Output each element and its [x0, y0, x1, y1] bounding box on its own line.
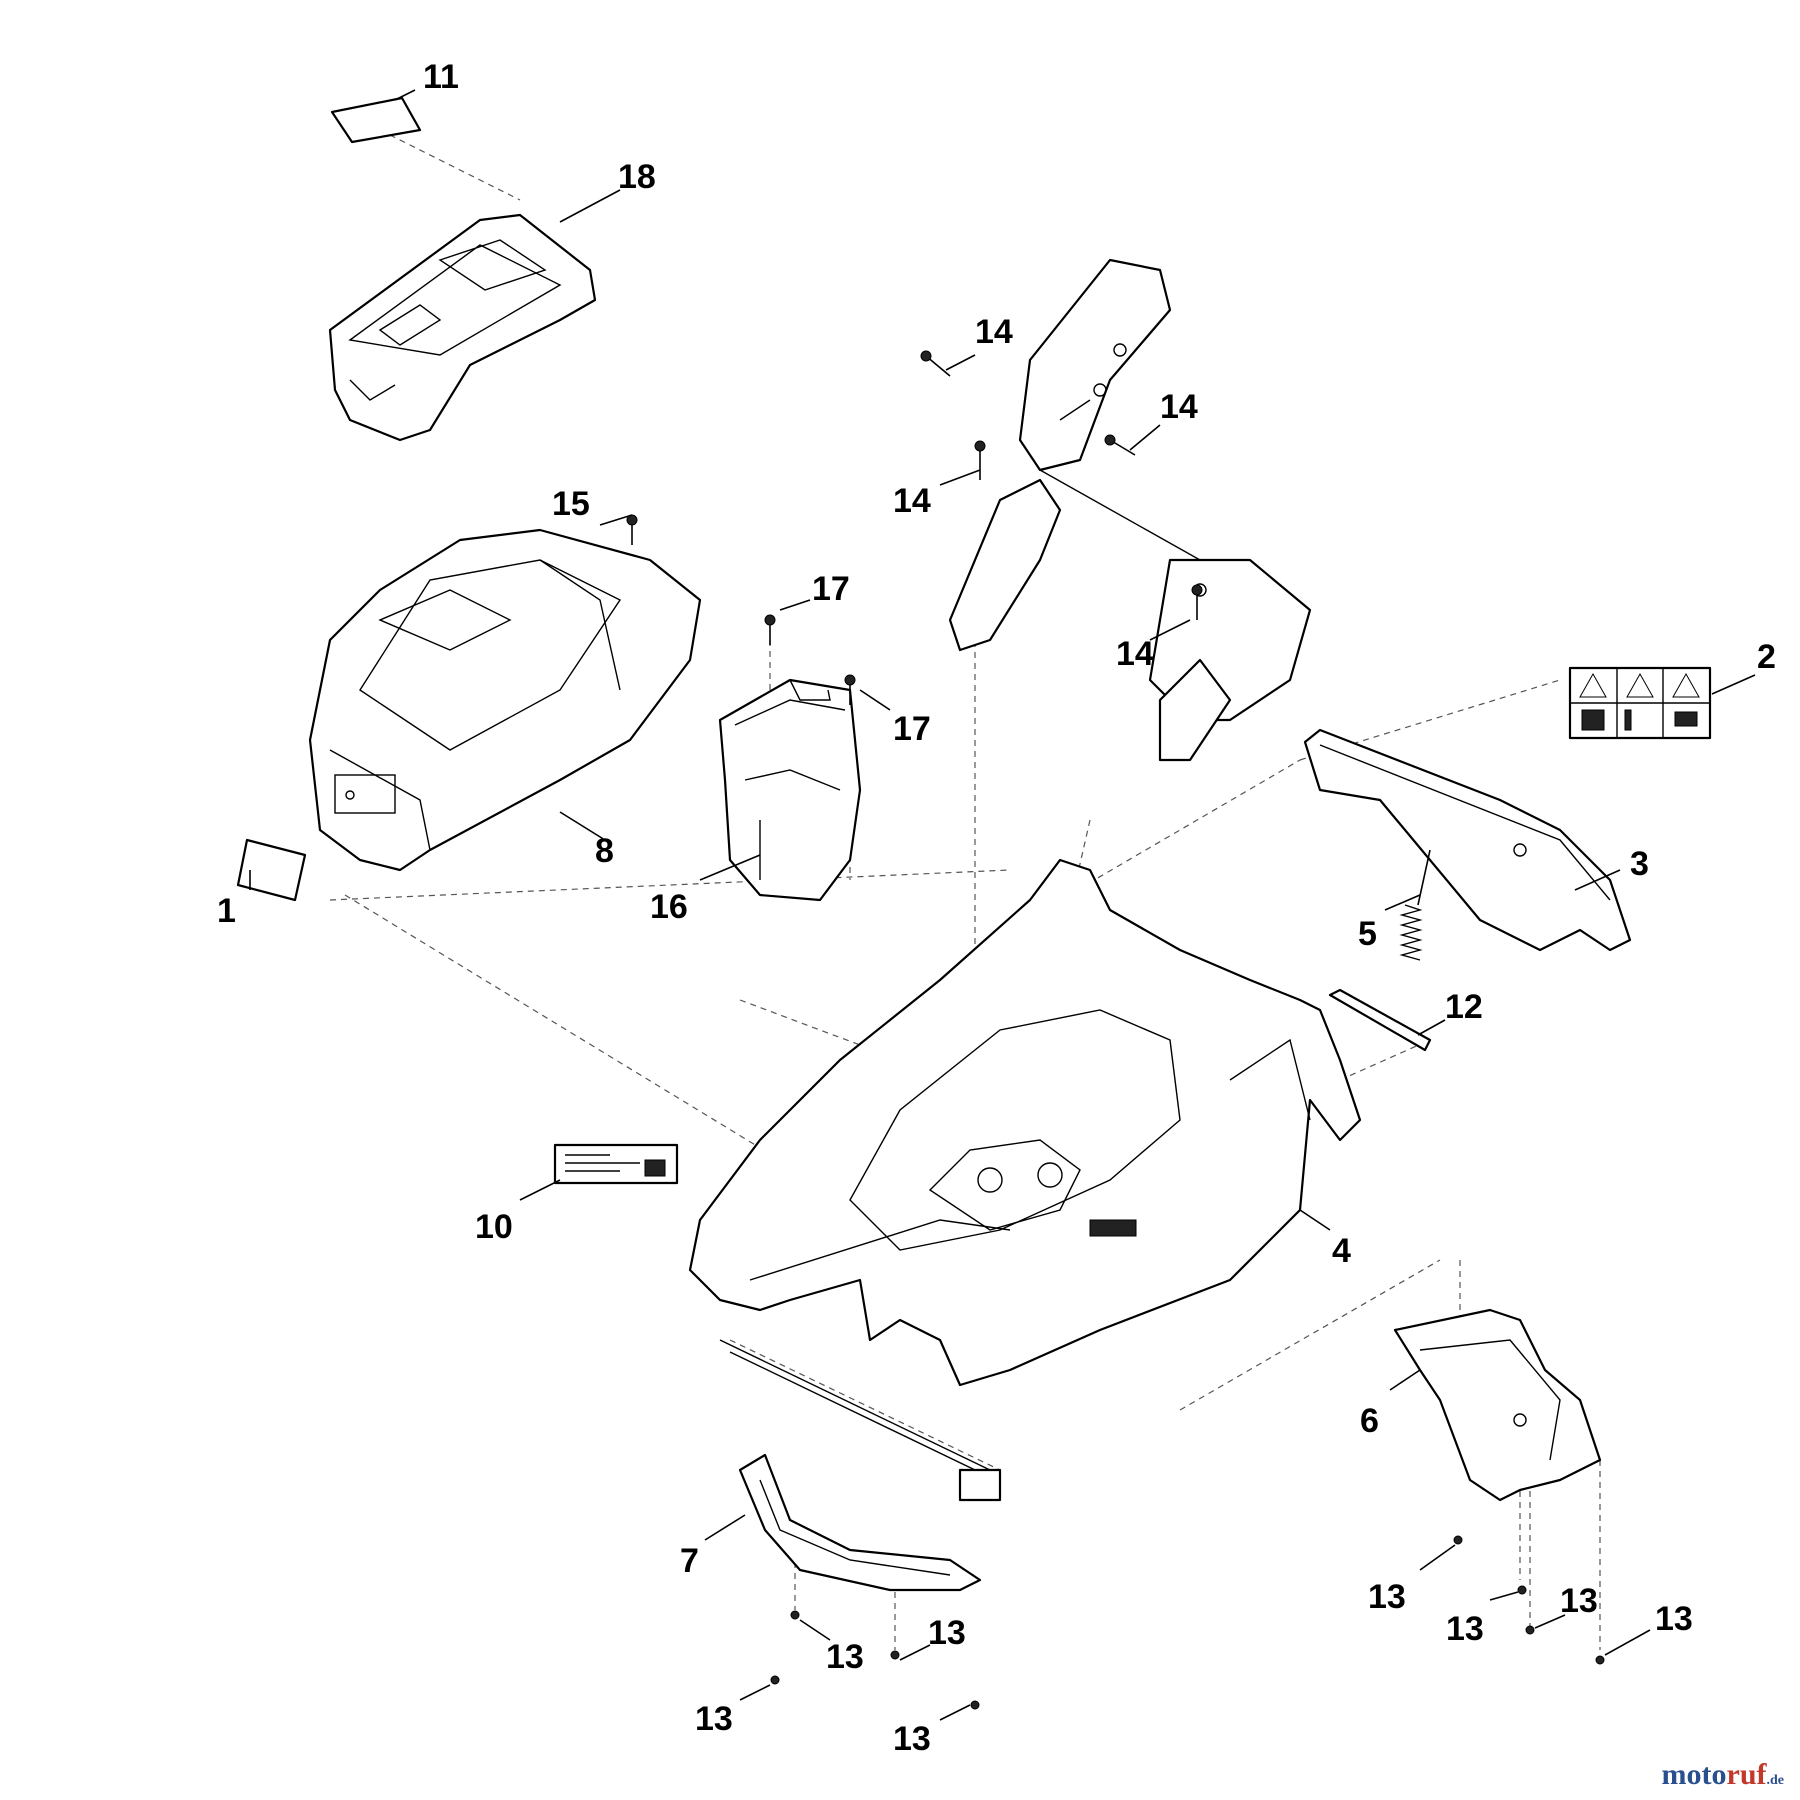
callout-14: 14	[1116, 635, 1154, 673]
part-front-bracket	[738, 1453, 982, 1592]
part-screws-14	[920, 350, 1203, 620]
callout-6: 6	[1360, 1402, 1379, 1440]
part-label-sticker-top	[330, 96, 422, 144]
part-warning-label	[1568, 666, 1712, 740]
callout-3: 3	[1630, 845, 1649, 883]
part-screws-13	[770, 1535, 1605, 1710]
part-screws-17	[764, 614, 856, 705]
callout-18: 18	[618, 158, 656, 196]
callouts: 11 18 14 14 14 14 15 17 17 2 8 1 16 3 5 …	[217, 58, 1776, 1758]
watermark-part2: ruf	[1726, 1758, 1767, 1791]
callout-11: 11	[423, 58, 459, 96]
part-rod	[1328, 988, 1432, 1052]
callout-15: 15	[552, 485, 590, 523]
callout-14: 14	[893, 482, 931, 520]
callout-14: 14	[1160, 388, 1198, 426]
leader-lines	[249, 89, 1756, 1721]
assembly-lines	[329, 129, 1601, 1650]
callout-13: 13	[1655, 1600, 1693, 1638]
callout-13: 13	[893, 1720, 931, 1758]
callout-10: 10	[475, 1208, 513, 1246]
part-label-sticker-front	[236, 838, 307, 902]
callout-16: 16	[650, 888, 688, 926]
callout-13: 13	[1560, 1582, 1598, 1620]
callout-4: 4	[1332, 1232, 1351, 1270]
part-housing	[308, 528, 702, 872]
callout-5: 5	[1358, 915, 1377, 953]
part-rating-plate	[553, 1143, 679, 1185]
callout-8: 8	[595, 832, 614, 870]
watermark-logo: motoruf.de	[1662, 1758, 1784, 1792]
part-top-cover	[328, 213, 597, 442]
watermark-tld: .de	[1766, 1773, 1785, 1788]
watermark-part1: moto	[1661, 1758, 1727, 1791]
part-rear-flap	[1303, 728, 1632, 952]
part-battery-holder	[718, 678, 862, 902]
part-rear-bracket	[1393, 1308, 1602, 1502]
callout-13: 13	[1446, 1610, 1484, 1648]
part-screw-15	[626, 514, 638, 545]
part-spring	[1399, 849, 1431, 961]
callout-13: 13	[928, 1614, 966, 1652]
callout-12: 12	[1445, 988, 1483, 1026]
callout-13: 13	[1368, 1578, 1406, 1616]
callout-13: 13	[695, 1700, 733, 1738]
part-handle-mount	[948, 258, 1312, 762]
callout-1: 1	[217, 892, 236, 930]
callout-2: 2	[1757, 638, 1776, 676]
callout-13: 13	[826, 1638, 864, 1676]
part-axle	[719, 1339, 1002, 1502]
callout-17: 17	[893, 710, 931, 748]
callout-7: 7	[680, 1542, 699, 1580]
callout-17: 17	[812, 570, 850, 608]
part-mower-deck	[688, 858, 1362, 1387]
callout-14: 14	[975, 313, 1013, 351]
